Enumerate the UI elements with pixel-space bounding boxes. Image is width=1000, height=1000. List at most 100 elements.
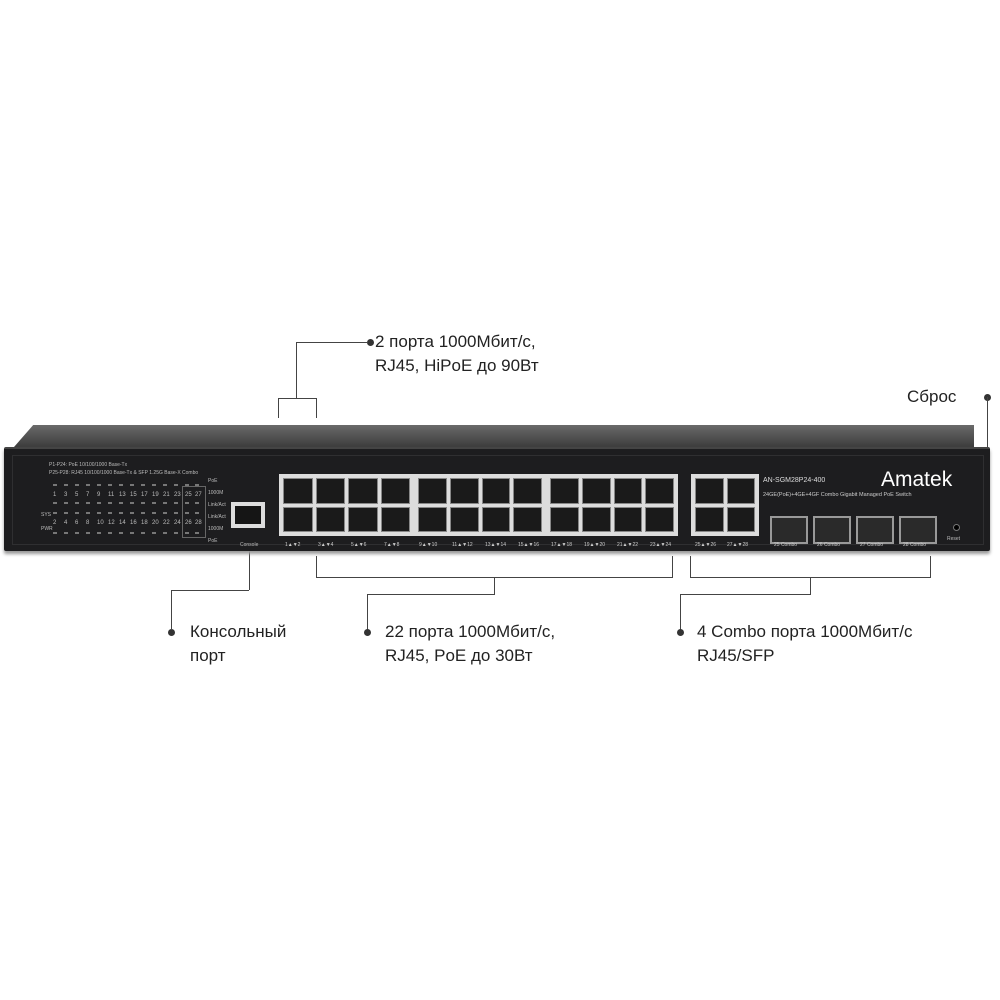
rj45-port[interactable] xyxy=(348,478,378,504)
led-number: 14 xyxy=(119,520,126,526)
status-led xyxy=(163,532,167,534)
rj45-port[interactable] xyxy=(550,506,579,532)
rj45-port[interactable] xyxy=(550,478,579,504)
status-led xyxy=(53,512,57,514)
rj45-port[interactable] xyxy=(315,478,345,504)
callout-line: 4 Combo порта 1000Мбит/с xyxy=(697,622,913,641)
callout-line: Консольный xyxy=(190,622,287,641)
led-number: 15 xyxy=(130,492,137,498)
description-label: 24GE(PoE)+4GE+4GF Combo Gigabit Managed … xyxy=(763,492,912,498)
rj45-port[interactable] xyxy=(283,506,313,532)
port-label: 5▲▼6 xyxy=(351,542,367,548)
status-led xyxy=(163,502,167,504)
status-led xyxy=(53,532,57,534)
rj45-port[interactable] xyxy=(613,506,643,532)
port-label: 1▲▼2 xyxy=(285,542,301,548)
reset-label: Reset xyxy=(947,536,961,542)
status-led xyxy=(64,532,68,534)
rj45-port[interactable] xyxy=(380,478,410,504)
status-led xyxy=(108,484,112,486)
rj45-port[interactable] xyxy=(418,506,447,532)
rj45-port[interactable] xyxy=(581,506,611,532)
status-led xyxy=(64,502,68,504)
led-number: 3 xyxy=(64,492,68,498)
status-led xyxy=(141,484,145,486)
led-label: PoE xyxy=(208,538,218,544)
rj45-port[interactable] xyxy=(348,506,378,532)
led-number: 4 xyxy=(64,520,68,526)
status-led xyxy=(152,502,156,504)
status-led xyxy=(75,502,79,504)
port-group-1-8 xyxy=(279,474,414,536)
rj45-port[interactable] xyxy=(513,478,542,504)
status-led xyxy=(108,502,112,504)
rj45-port[interactable] xyxy=(315,506,345,532)
status-led xyxy=(195,484,199,486)
reset-button[interactable] xyxy=(953,524,960,531)
status-led xyxy=(130,502,134,504)
status-led xyxy=(119,502,123,504)
status-led xyxy=(86,484,90,486)
led-number: 19 xyxy=(152,492,159,498)
status-led xyxy=(195,502,199,504)
rj45-port[interactable] xyxy=(481,478,511,504)
led-number: 22 xyxy=(163,520,170,526)
callout-reset: Сброс xyxy=(907,387,957,406)
rj45-port[interactable] xyxy=(481,506,511,532)
sfp-port[interactable] xyxy=(856,516,894,544)
status-led xyxy=(130,532,134,534)
status-led xyxy=(75,512,79,514)
rj45-port[interactable] xyxy=(449,478,479,504)
sfp-port[interactable] xyxy=(770,516,808,544)
rj45-port[interactable] xyxy=(513,506,542,532)
port-label: 19▲▼20 xyxy=(584,542,606,548)
rj45-port[interactable] xyxy=(449,506,479,532)
port-group-25-28 xyxy=(691,474,759,536)
status-led xyxy=(163,484,167,486)
led-number: 16 xyxy=(130,520,137,526)
rj45-port[interactable] xyxy=(695,478,724,504)
led-label: 1000M xyxy=(208,490,224,496)
rj45-port[interactable] xyxy=(695,506,724,532)
switch-top xyxy=(14,425,974,447)
callout-line: 22 порта 1000Мбит/с, xyxy=(385,622,556,641)
led-label: Link/Act xyxy=(208,502,226,508)
sfp-port[interactable] xyxy=(899,516,937,544)
rj45-port[interactable] xyxy=(645,478,674,504)
callout-hipoe: 2 порта 1000Мбит/с, RJ45, HiPoE до 90Вт xyxy=(375,330,539,378)
status-led xyxy=(97,484,101,486)
led-number: 10 xyxy=(97,520,104,526)
port-label: 23▲▼24 xyxy=(650,542,672,548)
rj45-port[interactable] xyxy=(726,478,755,504)
port-label: 21▲▼22 xyxy=(617,542,639,548)
rj45-port[interactable] xyxy=(613,478,643,504)
port-label: 11▲▼12 xyxy=(452,542,473,548)
rj45-port[interactable] xyxy=(645,506,674,532)
status-led xyxy=(185,502,189,504)
status-led xyxy=(75,484,79,486)
rj45-port[interactable] xyxy=(283,478,313,504)
sfp-port[interactable] xyxy=(813,516,851,544)
rj45-port[interactable] xyxy=(380,506,410,532)
callout-poe: 22 порта 1000Мбит/с, RJ45, PoE до 30Вт xyxy=(385,620,555,668)
led-number: 8 xyxy=(86,520,90,526)
console-label: Console xyxy=(240,542,259,548)
sfp-label: 27 Combo xyxy=(860,542,884,548)
panel-border: P1-P24: PoE 10/100/1000 Base-Tx P25-P28:… xyxy=(12,455,984,548)
model-label: AN-SGM28P24-400 xyxy=(763,477,826,484)
rj45-port[interactable] xyxy=(418,478,447,504)
switch-front-panel: P1-P24: PoE 10/100/1000 Base-Tx P25-P28:… xyxy=(4,447,990,551)
status-led xyxy=(108,512,112,514)
rj45-port[interactable] xyxy=(726,506,755,532)
status-led xyxy=(64,484,68,486)
rj45-port[interactable] xyxy=(581,478,611,504)
pwr-label: PWR xyxy=(41,526,53,532)
status-led xyxy=(97,512,101,514)
status-led xyxy=(185,532,189,534)
callout-line: RJ45, PoE до 30Вт xyxy=(385,646,533,665)
status-led xyxy=(174,532,178,534)
console-port[interactable] xyxy=(231,502,265,528)
status-led xyxy=(152,512,156,514)
status-led xyxy=(130,484,134,486)
led-number: 27 xyxy=(195,492,202,498)
